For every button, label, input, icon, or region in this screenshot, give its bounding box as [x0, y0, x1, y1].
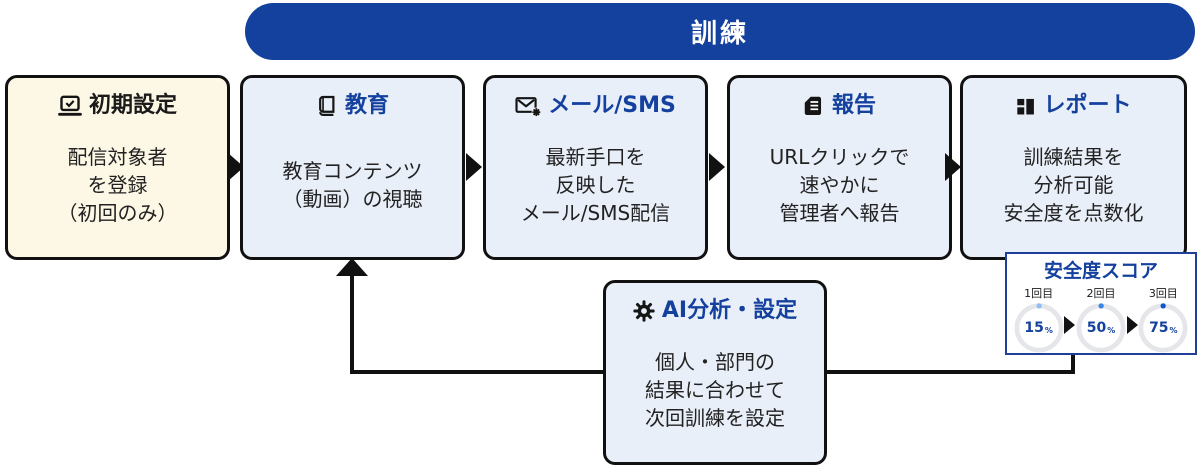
- gear-icon: [633, 300, 655, 322]
- laptop-check-icon: [58, 95, 82, 117]
- feedback-arrow-up-icon: [336, 258, 368, 276]
- document-icon: [803, 95, 825, 117]
- body-line: 安全度を点数化: [1003, 201, 1144, 226]
- score-donut-round-2: 2回目 50 %: [1075, 285, 1126, 353]
- donut-chart-icon: [1013, 303, 1064, 353]
- body-line: 個人・部門の: [655, 350, 775, 375]
- flow-arrow-icon: [945, 153, 961, 181]
- flow-box-title: レポート: [1043, 93, 1132, 118]
- score-donut-label: 1回目: [1024, 287, 1054, 300]
- body-line: URLクリックで: [769, 145, 910, 170]
- body-line: 配信対象者: [67, 145, 168, 170]
- safety-score-panel: 安全度スコア 1回目 15 % 2回目: [1005, 252, 1197, 355]
- body-line: 教育コンテンツ: [282, 159, 423, 184]
- flow-box-body: 訓練結果を 分析可能 安全度を点数化: [963, 119, 1184, 257]
- donut-arc: [1013, 303, 1064, 353]
- flow-box-title-row: メール/SMS: [486, 93, 705, 119]
- score-donut-label: 3回目: [1148, 287, 1178, 300]
- flow-box-title-row: 教育: [243, 93, 462, 119]
- score-value: 15 %: [1024, 320, 1053, 336]
- flow-box-report: 報告 URLクリックで 速やかに 管理者へ報告: [727, 75, 952, 260]
- flow-box-title: 初期設定: [88, 93, 177, 118]
- flow-box-body: URLクリックで 速やかに 管理者へ報告: [730, 119, 949, 257]
- donut-chart-icon: [1076, 303, 1126, 353]
- body-line: 訓練結果を: [1023, 145, 1124, 170]
- score-value: 50 %: [1086, 320, 1116, 336]
- score-panel-connector: [1071, 353, 1075, 374]
- flow-box-title-row: レポート: [963, 93, 1184, 119]
- donut-arc: [1138, 303, 1189, 353]
- flow-box-body: 教育コンテンツ （動画）の視聴: [243, 119, 462, 257]
- feedback-line-left: [350, 370, 603, 374]
- safety-score-title: 安全度スコア: [1043, 260, 1158, 282]
- flow-box-title: 教育: [344, 93, 389, 118]
- body-line: 速やかに: [799, 173, 880, 198]
- body-line: （動画）の視聴: [282, 187, 423, 212]
- flow-box-body: 個人・部門の 結果に合わせて 次回訓練を設定: [606, 324, 824, 462]
- score-donut-label: 2回目: [1086, 287, 1116, 300]
- flow-box-education: 教育 教育コンテンツ （動画）の視聴: [240, 75, 465, 260]
- body-line: 次回訓練を設定: [645, 406, 785, 431]
- body-line: メール/SMS配信: [520, 201, 671, 226]
- body-line: 反映した: [555, 173, 636, 198]
- book-icon: [316, 95, 338, 117]
- flow-box-title-row: 初期設定: [8, 93, 227, 119]
- feedback-line-up: [350, 276, 354, 374]
- flow-box-title: メール/SMS: [548, 93, 676, 118]
- score-arrow-icon: [1126, 316, 1138, 334]
- score-donut-round-1: 1回目 15 %: [1013, 285, 1064, 353]
- donut-chart-icon: [1138, 303, 1189, 353]
- body-line: 結果に合わせて: [645, 378, 785, 403]
- training-banner: 訓練: [245, 3, 1195, 60]
- flow-box-initial-setup: 初期設定 配信対象者 を登録 （初回のみ）: [5, 75, 230, 260]
- flow-arrow-icon: [709, 153, 725, 181]
- flow-box-title: AI分析・設定: [661, 298, 798, 323]
- flow-box-body: 最新手口を 反映した メール/SMS配信: [486, 119, 705, 257]
- flow-box-analytics-report: レポート 訓練結果を 分析可能 安全度を点数化: [960, 75, 1187, 260]
- flow-arrow-icon: [466, 153, 482, 181]
- flow-box-body: 配信対象者 を登録 （初回のみ）: [8, 119, 227, 257]
- safety-score-row: 1回目 15 % 2回目: [1007, 283, 1195, 353]
- training-banner-label: 訓練: [690, 19, 749, 49]
- flow-box-mail-sms: メール/SMS 最新手口を 反映した メール/SMS配信: [483, 75, 708, 260]
- body-line: を登録: [87, 173, 148, 198]
- mail-star-icon: [515, 95, 542, 118]
- score-arrow-icon: [1064, 316, 1076, 334]
- score-donut-round-3: 3回目 75 %: [1138, 285, 1189, 353]
- body-line: （初回のみ）: [57, 201, 178, 226]
- flow-box-title-row: 報告: [730, 93, 949, 119]
- feedback-line-right: [827, 370, 1073, 374]
- body-line: 最新手口を: [545, 145, 646, 170]
- body-line: 管理者へ報告: [779, 201, 900, 226]
- flow-box-title-row: AI分析・設定: [606, 298, 824, 324]
- dashboard-icon: [1015, 96, 1036, 117]
- score-value: 75 %: [1149, 320, 1178, 336]
- flow-box-title: 報告: [831, 93, 876, 118]
- donut-arc: [1076, 303, 1126, 353]
- body-line: 分析可能: [1033, 173, 1114, 198]
- flow-box-ai-analysis: AI分析・設定 個人・部門の 結果に合わせて 次回訓練を設定: [603, 280, 827, 465]
